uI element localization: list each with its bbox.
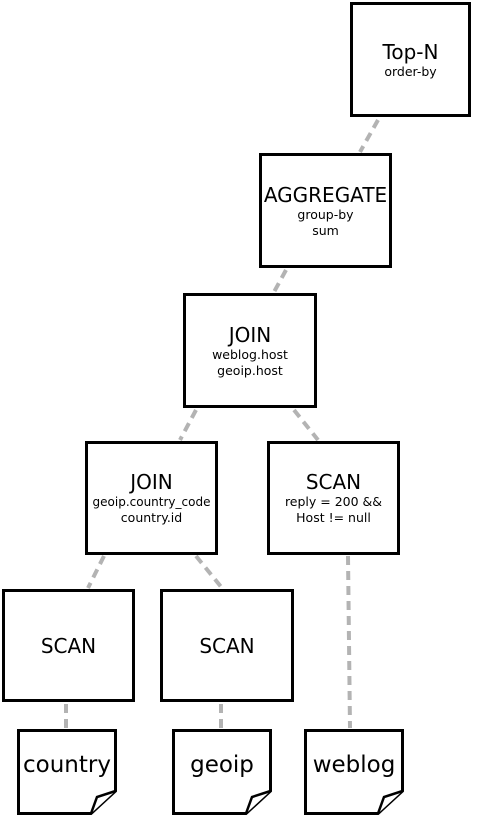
geoip-table: geoip — [172, 729, 272, 815]
table-name: country — [23, 752, 111, 778]
topn-node: Top-N order-by — [350, 2, 471, 117]
node-details: group-by sum — [297, 207, 353, 239]
node-title: SCAN — [199, 633, 255, 658]
node-title: AGGREGATE — [263, 182, 388, 207]
edge-scan-weblog-weblog — [346, 555, 352, 729]
node-details: reply = 200 && Host != null — [285, 494, 382, 526]
scan-country-node: SCAN — [2, 589, 135, 702]
scan-geoip-node: SCAN — [160, 589, 294, 702]
node-detail: geoip.country_code — [92, 495, 211, 509]
node-detail: order-by — [384, 63, 437, 79]
node-details: geoip.country_code country.id — [93, 494, 211, 526]
table-name: geoip — [190, 752, 254, 778]
edge-join1-scan-weblog — [292, 408, 320, 442]
node-detail: geoip.host — [217, 362, 283, 378]
edge-join1-join2 — [178, 409, 198, 441]
weblog-table: weblog — [304, 729, 404, 815]
node-title: JOIN — [228, 322, 272, 347]
node-title: JOIN — [130, 470, 173, 494]
node-detail: country.id — [120, 510, 183, 525]
node-detail: group-by — [297, 206, 354, 222]
document-icon — [304, 729, 404, 815]
document-icon — [172, 729, 272, 815]
node-title: SCAN — [40, 633, 97, 658]
join-country-node: JOIN geoip.country_code country.id — [85, 441, 218, 555]
node-details: order-by — [384, 64, 436, 80]
join-host-node: JOIN weblog.host geoip.host — [183, 293, 317, 408]
node-title: Top-N — [382, 39, 439, 64]
edge-join2-scan-country — [86, 555, 106, 589]
edge-join2-scan-geoip — [194, 554, 224, 590]
node-detail: reply = 200 && — [284, 494, 383, 509]
document-icon — [17, 729, 117, 815]
node-detail: weblog.host — [212, 346, 288, 362]
node-detail: sum — [312, 222, 339, 238]
aggregate-node: AGGREGATE group-by sum — [259, 153, 392, 268]
scan-weblog-node: SCAN reply = 200 && Host != null — [267, 441, 400, 555]
edge-topn-aggregate — [358, 119, 380, 153]
country-table: country — [17, 729, 117, 815]
node-detail: Host != null — [296, 510, 371, 525]
node-details: weblog.host geoip.host — [212, 347, 288, 379]
edge-aggregate-join1 — [272, 269, 288, 293]
node-title: SCAN — [305, 470, 362, 494]
table-name: weblog — [312, 752, 396, 778]
